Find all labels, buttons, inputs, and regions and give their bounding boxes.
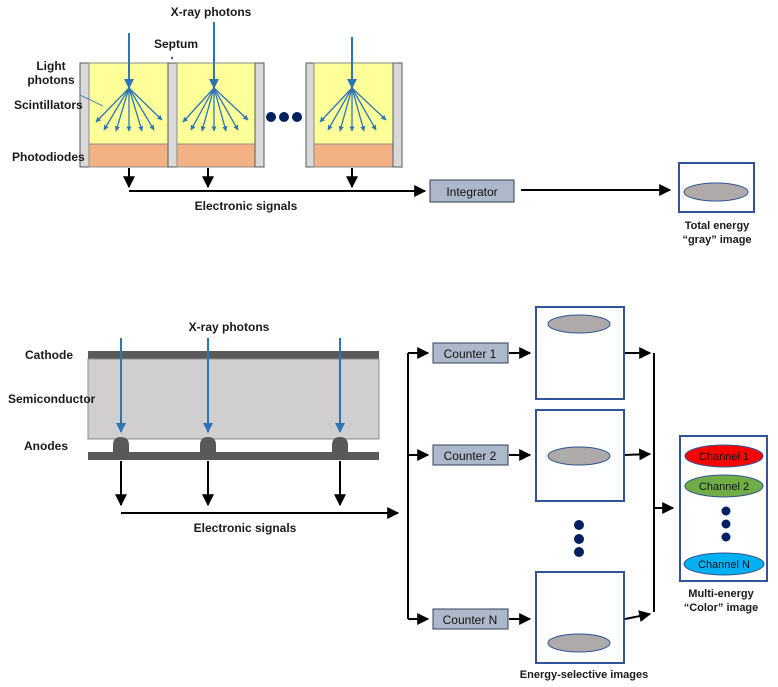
energy-image-2-blob: [547, 446, 611, 466]
counter-2-box: [432, 444, 509, 466]
scintillators-label: Scintillators: [14, 98, 83, 112]
channel-2-blob: [684, 474, 764, 498]
ellipsis-dot: [574, 547, 584, 557]
anode-bar: [88, 452, 379, 460]
septum-wall: [392, 62, 403, 168]
ellipsis-dot: [292, 112, 302, 122]
semiconductor: [87, 358, 380, 440]
ellipsis-dot: [266, 112, 276, 122]
counter-n-box: [432, 608, 509, 630]
ellipsis-dot: [574, 520, 584, 530]
light-photon-fan: [95, 87, 163, 132]
light-photon-fan: [319, 87, 387, 132]
cathode: [88, 351, 379, 359]
total-energy-label-line2: “gray” image: [682, 234, 751, 246]
ellipsis-dot: [721, 532, 731, 542]
septum-pointer: [170, 56, 174, 60]
semiconductor-label: Semiconductor: [8, 392, 96, 406]
ellipsis-dot: [279, 112, 289, 122]
anode: [200, 437, 216, 452]
photon-counting-detector: Counter 1 Counter 2 Counter N Channel 1 …: [8, 306, 768, 681]
photodiode: [313, 143, 394, 168]
channel-1-label: Channel 1: [699, 451, 749, 463]
merge-arrow: [624, 610, 652, 623]
channel-n-blob: [683, 552, 765, 576]
pixel-1: [79, 62, 169, 168]
xray-photons-label: X-ray photons: [189, 320, 270, 334]
ellipsis-dot: [721, 506, 731, 516]
integrator-box: [429, 179, 515, 203]
integrator-label: Integrator: [446, 185, 497, 199]
septum-wall: [254, 62, 265, 168]
scintillator: [313, 62, 394, 145]
light-photon-fan: [182, 87, 249, 132]
ellipsis-dot: [721, 519, 731, 529]
anodes-label: Anodes: [24, 439, 68, 453]
channel-n-label: Channel N: [698, 559, 750, 571]
photodiode: [176, 143, 256, 168]
channel-2-label: Channel 2: [699, 481, 749, 493]
septum: [167, 62, 178, 168]
counter-2-label: Counter 2: [444, 449, 497, 463]
counter-1-box: [432, 342, 509, 364]
merge-arrow: [624, 448, 652, 461]
gray-image-blob: [683, 182, 749, 202]
light-photons-label-line1: Light: [36, 59, 65, 73]
photodiodes-label: Photodiodes: [12, 150, 85, 164]
xray-photons-label: X-ray photons: [171, 5, 252, 19]
multi-energy-label-line2: “Color” image: [684, 602, 759, 614]
light-photons-label-line2: photons: [27, 73, 75, 87]
photodiode: [88, 143, 169, 168]
channel-1-blob: [684, 444, 764, 468]
anode: [332, 437, 348, 452]
energy-integrating-detector: Integrator X-ray photons Septum Light ph…: [12, 5, 755, 246]
counter-n-label: Counter N: [443, 613, 498, 627]
septum-wall: [305, 62, 315, 168]
light-photons-pointer: [79, 94, 104, 107]
scintillator: [176, 62, 256, 145]
multi-energy-label-line1: Multi-energy: [688, 588, 754, 600]
cathode-label: Cathode: [25, 348, 73, 362]
energy-image-n-blob: [547, 633, 611, 653]
energy-image-1-blob: [547, 314, 611, 334]
anode: [113, 437, 129, 452]
pixel-3: [305, 62, 403, 168]
total-energy-label-line1: Total energy: [685, 220, 750, 232]
ellipsis-dot: [574, 534, 584, 544]
electronic-signals-label: Electronic signals: [195, 199, 298, 213]
septum-label: Septum: [154, 37, 198, 51]
counter-1-label: Counter 1: [444, 347, 497, 361]
electronic-signals-label: Electronic signals: [194, 521, 297, 535]
energy-selective-images-label: Energy-selective images: [520, 669, 648, 681]
